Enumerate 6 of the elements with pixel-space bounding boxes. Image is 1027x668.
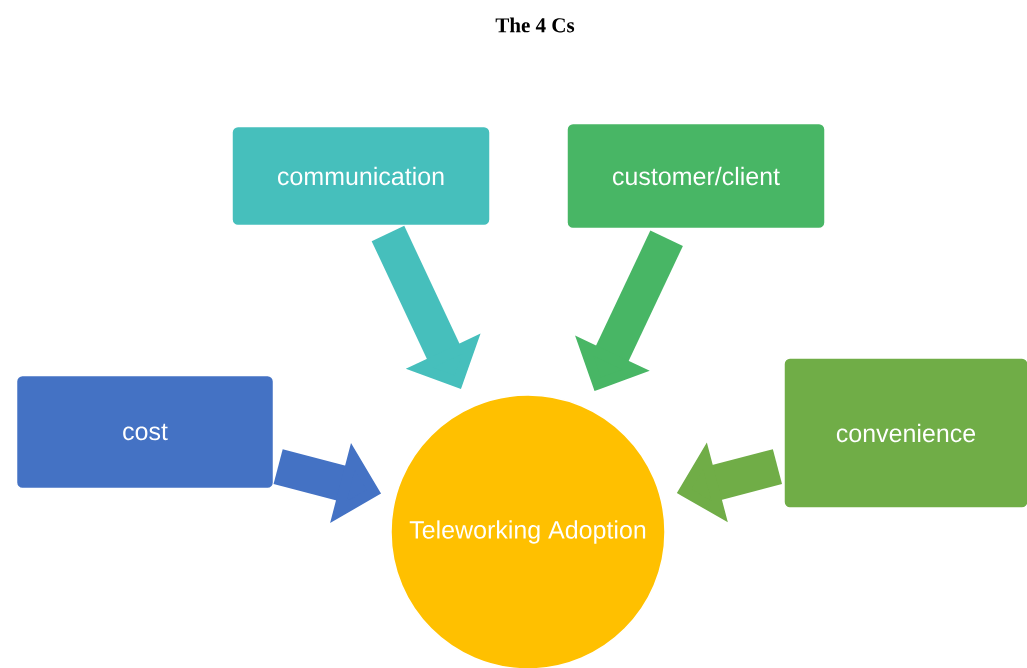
circle-node: Teleworking Adoption	[390, 394, 666, 668]
process-box: cost	[15, 374, 275, 490]
process-box: customer/client	[566, 122, 826, 230]
process-box: communication	[231, 125, 491, 227]
process-box: convenience	[783, 357, 1027, 509]
title: The 4 Cs	[495, 17, 575, 33]
